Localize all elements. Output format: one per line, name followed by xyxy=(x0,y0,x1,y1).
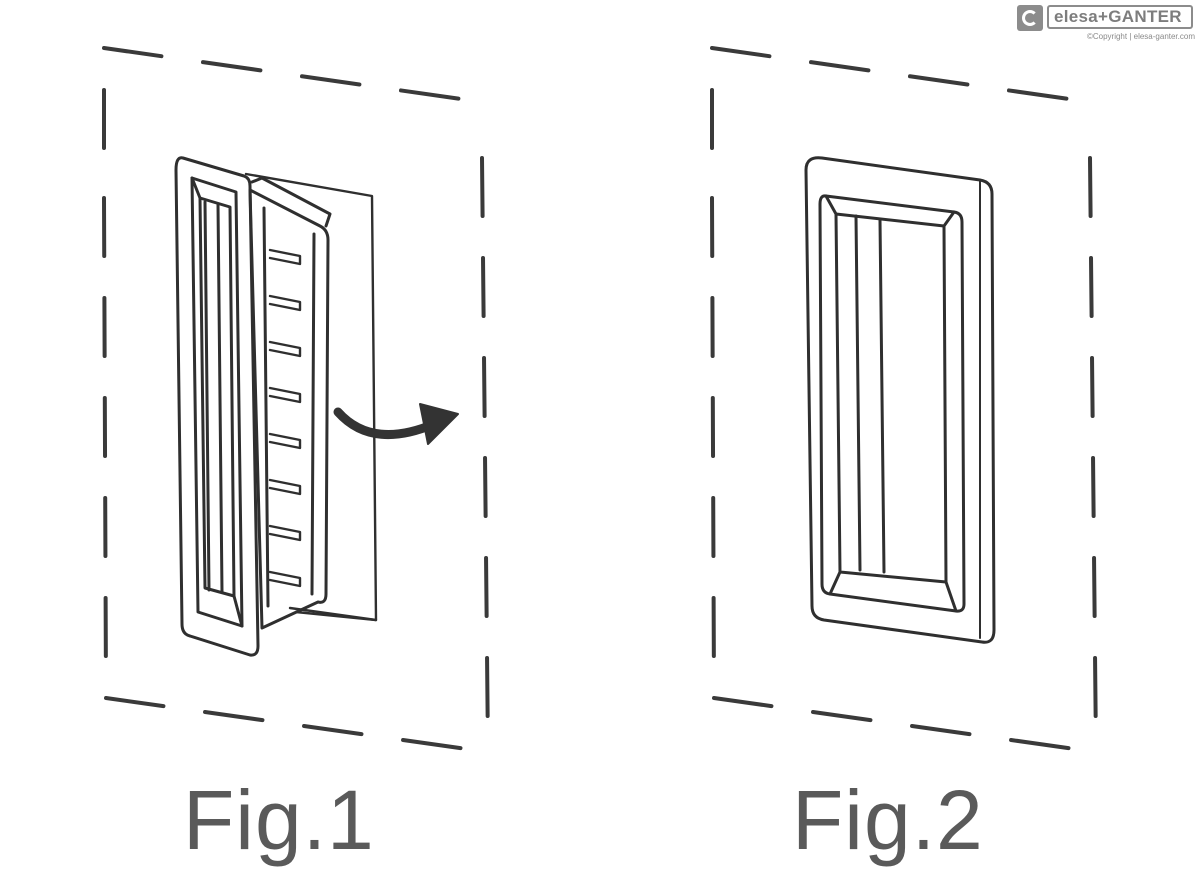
figure-1-mounting-plate xyxy=(244,172,378,622)
figure-1-panel-outline xyxy=(102,46,490,754)
figure-1-lid-ribs xyxy=(268,248,302,588)
figure-1-handle-frame xyxy=(174,156,260,657)
brand-wordmark: elesa+GANTER xyxy=(1047,5,1193,29)
figure-1-hinged-lid xyxy=(248,176,332,630)
copyright-text: ©Copyright | elesa-ganter.com xyxy=(1086,32,1195,41)
figure-2-handle-frame xyxy=(804,156,996,644)
figure-1-drawing xyxy=(102,46,490,754)
figure-2-panel-outline xyxy=(710,46,1098,754)
figure-2-drawing xyxy=(710,46,1098,754)
figure-1-caption: Fig.1 xyxy=(183,773,375,867)
figure-1-opening-arrow xyxy=(333,403,459,445)
brand-logo: elesa+GANTER ©Copyright | elesa-ganter.c… xyxy=(1017,5,1195,45)
brand-mark-icon xyxy=(1017,5,1043,31)
figure-2-caption: Fig.2 xyxy=(792,773,984,867)
